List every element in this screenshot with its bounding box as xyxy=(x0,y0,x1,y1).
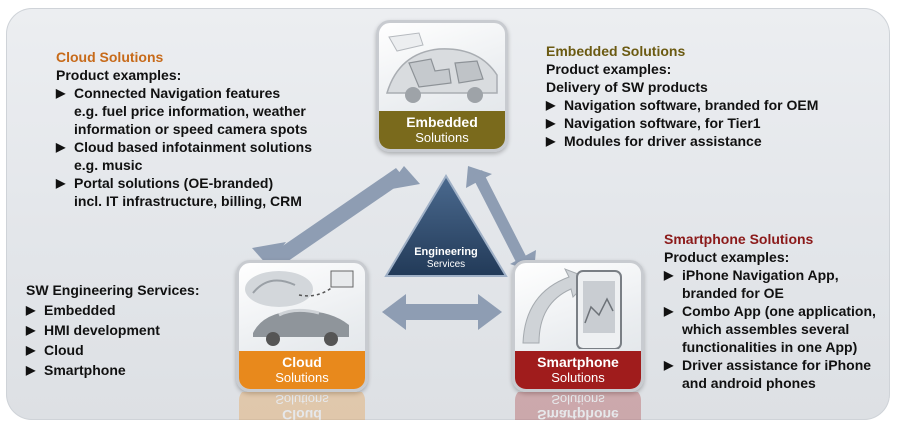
smartphone-tile-label: Smartphone Solutions xyxy=(515,351,641,389)
cloud-solutions-title: Cloud Solutions xyxy=(56,49,164,65)
sw-engineering-title: SW Engineering Services: xyxy=(26,282,200,298)
smartphone-item-1: iPhone Navigation App, xyxy=(664,266,876,284)
embedded-tile-label: Embedded Solutions xyxy=(379,111,505,149)
arrow-cloud-embedded xyxy=(252,166,420,268)
embedded-delivery: Delivery of SW products xyxy=(546,79,708,95)
cloud-item-2-line2: e.g. music xyxy=(74,157,143,173)
cloud-item-1: Connected Navigation features xyxy=(56,84,312,102)
smartphone-item-3-line2: and android phones xyxy=(682,375,816,391)
cloud-item-1-line3: information or speed camera spots xyxy=(74,121,308,137)
smartphone-item-1-line2: branded for OE xyxy=(682,285,784,301)
embedded-tile-line2: Solutions xyxy=(415,130,469,145)
cloud-item-3-line2: incl. IT infrastructure, billing, CRM xyxy=(74,193,302,209)
sw-engineering-text: SW Engineering Services: Embedded HMI de… xyxy=(26,280,200,380)
cloud-solutions-text: Cloud Solutions Product examples: Connec… xyxy=(56,48,312,210)
embedded-product-examples: Product examples: xyxy=(546,61,672,77)
engineering-services-label: Engineering Services xyxy=(398,246,494,271)
engineering-label-line1: Engineering xyxy=(414,246,478,258)
embedded-solutions-title: Embedded Solutions xyxy=(546,43,686,59)
cloud-tile-reflection: Cloud Solutions xyxy=(239,392,365,420)
cloud-tile-line1: Cloud xyxy=(282,354,322,370)
arrow-cloud-smartphone xyxy=(382,294,502,330)
embedded-item-2: Navigation software, for Tier1 xyxy=(546,114,818,132)
cloud-item-3: Portal solutions (OE-branded) xyxy=(56,174,312,192)
embedded-solutions-tile: Embedded Solutions xyxy=(376,20,508,152)
smartphone-tile-line2: Solutions xyxy=(551,370,605,385)
embedded-tile-line1: Embedded xyxy=(406,114,478,130)
smartphone-item-2-line3: functionalities in one App) xyxy=(682,339,858,355)
sw-eng-item-cloud: Cloud xyxy=(26,340,200,360)
smartphone-item-2-line2: which assembles several xyxy=(682,321,850,337)
car-puzzle-icon xyxy=(385,32,498,103)
smartphone-tile-reflection: Smartphone Solutions xyxy=(515,392,641,420)
embedded-item-1: Navigation software, branded for OEM xyxy=(546,96,818,114)
connector-arrows xyxy=(252,166,536,330)
engineering-services-triangle xyxy=(384,174,508,277)
smartphone-item-3: Driver assistance for iPhone xyxy=(664,356,876,374)
engineering-label-line2: Services xyxy=(426,259,466,270)
diagram-panel: Engineering Services Cloud Solutions Pro… xyxy=(6,8,890,420)
cloud-solutions-tile: Cloud Solutions xyxy=(236,260,368,392)
smartphone-reflection-line2: Solutions xyxy=(551,392,605,407)
cloud-tile-line2: Solutions xyxy=(275,370,329,385)
smartphone-product-examples: Product examples: xyxy=(664,249,790,265)
cloud-car-icon xyxy=(245,270,354,346)
cloud-product-examples: Product examples: xyxy=(56,67,182,83)
cloud-item-1-line2: e.g. fuel price information, weather xyxy=(74,103,306,119)
embedded-item-3: Modules for driver assistance xyxy=(546,132,818,150)
smartphone-solutions-tile: Smartphone Solutions xyxy=(512,260,644,392)
smartphone-solutions-text: Smartphone Solutions Product examples: i… xyxy=(664,230,876,392)
smartphone-item-2: Combo App (one application, xyxy=(664,302,876,320)
sw-eng-item-smartphone: Smartphone xyxy=(26,360,200,380)
cloud-item-2: Cloud based infotainment solutions xyxy=(56,138,312,156)
cloud-reflection-line1: Cloud xyxy=(282,407,322,420)
smartphone-tile-line1: Smartphone xyxy=(537,354,619,370)
smartphone-solutions-title: Smartphone Solutions xyxy=(664,231,814,247)
sw-eng-item-hmi: HMI development xyxy=(26,320,200,340)
smartphone-reflection-line1: Smartphone xyxy=(537,407,619,420)
sw-eng-item-embedded: Embedded xyxy=(26,300,200,320)
smartphone-icon xyxy=(522,268,622,349)
cloud-tile-label: Cloud Solutions xyxy=(239,351,365,389)
cloud-reflection-line2: Solutions xyxy=(275,392,329,407)
embedded-solutions-text: Embedded Solutions Product examples: Del… xyxy=(546,42,818,150)
